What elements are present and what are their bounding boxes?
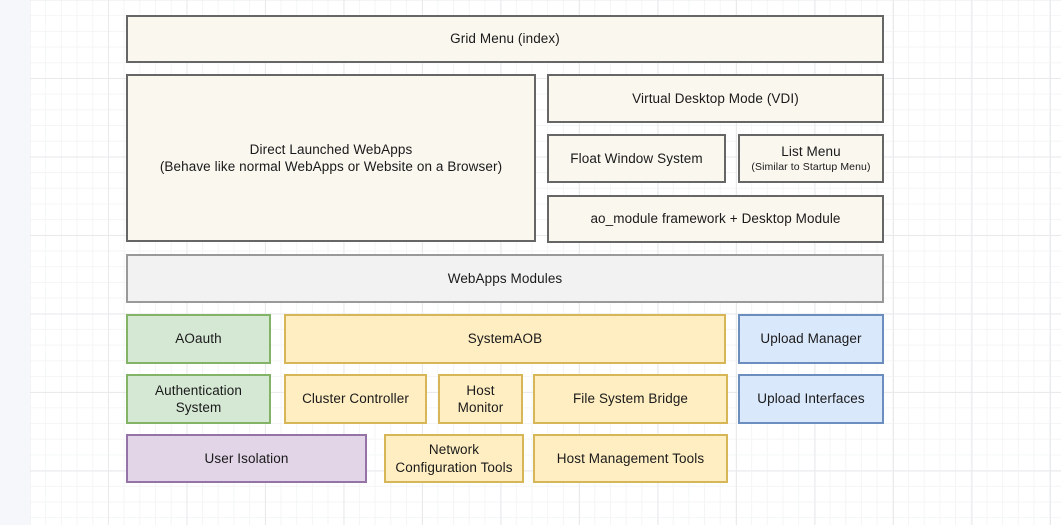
node-aoauth-label: AOauth bbox=[175, 330, 221, 347]
node-direct-launched-webapps-label: Direct Launched WebApps bbox=[250, 141, 413, 158]
node-authentication-system-label-line2: System bbox=[176, 399, 222, 416]
node-file-system-bridge-label: File System Bridge bbox=[573, 390, 688, 407]
node-file-system-bridge[interactable]: File System Bridge bbox=[533, 374, 728, 424]
node-system-aob-label: SystemAOB bbox=[468, 330, 542, 347]
node-network-configuration-tools[interactable]: Network Configuration Tools bbox=[384, 434, 524, 483]
node-virtual-desktop-mode[interactable]: Virtual Desktop Mode (VDI) bbox=[547, 74, 884, 123]
node-cluster-controller-label: Cluster Controller bbox=[302, 390, 409, 407]
node-cluster-controller[interactable]: Cluster Controller bbox=[284, 374, 427, 424]
node-upload-manager-label: Upload Manager bbox=[760, 330, 861, 347]
node-host-management-tools[interactable]: Host Management Tools bbox=[533, 434, 728, 483]
node-host-monitor[interactable]: Host Monitor bbox=[438, 374, 523, 424]
node-float-window-system[interactable]: Float Window System bbox=[547, 134, 726, 183]
node-direct-launched-webapps[interactable]: Direct Launched WebApps (Behave like nor… bbox=[126, 74, 536, 242]
node-webapps-modules[interactable]: WebApps Modules bbox=[126, 254, 884, 303]
node-network-configuration-tools-label-line2: Configuration Tools bbox=[395, 459, 512, 476]
node-system-aob[interactable]: SystemAOB bbox=[284, 314, 726, 364]
node-aoauth[interactable]: AOauth bbox=[126, 314, 271, 364]
node-grid-menu-label: Grid Menu (index) bbox=[450, 30, 560, 47]
node-authentication-system-label: Authentication bbox=[155, 382, 242, 399]
canvas-left-gutter bbox=[0, 0, 30, 525]
node-user-isolation-label: User Isolation bbox=[205, 450, 289, 467]
node-ao-module-framework-label: ao_module framework + Desktop Module bbox=[590, 210, 840, 227]
node-virtual-desktop-mode-label: Virtual Desktop Mode (VDI) bbox=[632, 90, 799, 107]
node-host-monitor-label: Host bbox=[466, 382, 494, 399]
node-list-menu[interactable]: List Menu (Similar to Startup Menu) bbox=[738, 134, 884, 183]
node-upload-interfaces[interactable]: Upload Interfaces bbox=[738, 374, 884, 424]
node-float-window-system-label: Float Window System bbox=[570, 150, 702, 167]
node-grid-menu[interactable]: Grid Menu (index) bbox=[126, 15, 884, 63]
node-authentication-system[interactable]: Authentication System bbox=[126, 374, 271, 424]
node-network-configuration-tools-label: Network bbox=[429, 441, 479, 458]
node-list-menu-label: List Menu bbox=[781, 143, 840, 160]
node-user-isolation[interactable]: User Isolation bbox=[126, 434, 367, 483]
node-list-menu-sublabel: (Similar to Startup Menu) bbox=[751, 161, 870, 175]
node-host-management-tools-label: Host Management Tools bbox=[557, 450, 704, 467]
node-webapps-modules-label: WebApps Modules bbox=[448, 270, 563, 287]
node-ao-module-framework[interactable]: ao_module framework + Desktop Module bbox=[547, 195, 884, 243]
node-host-monitor-label-line2: Monitor bbox=[458, 399, 504, 416]
node-upload-interfaces-label: Upload Interfaces bbox=[757, 390, 865, 407]
node-upload-manager[interactable]: Upload Manager bbox=[738, 314, 884, 364]
node-direct-launched-webapps-sublabel: (Behave like normal WebApps or Website o… bbox=[160, 158, 502, 175]
